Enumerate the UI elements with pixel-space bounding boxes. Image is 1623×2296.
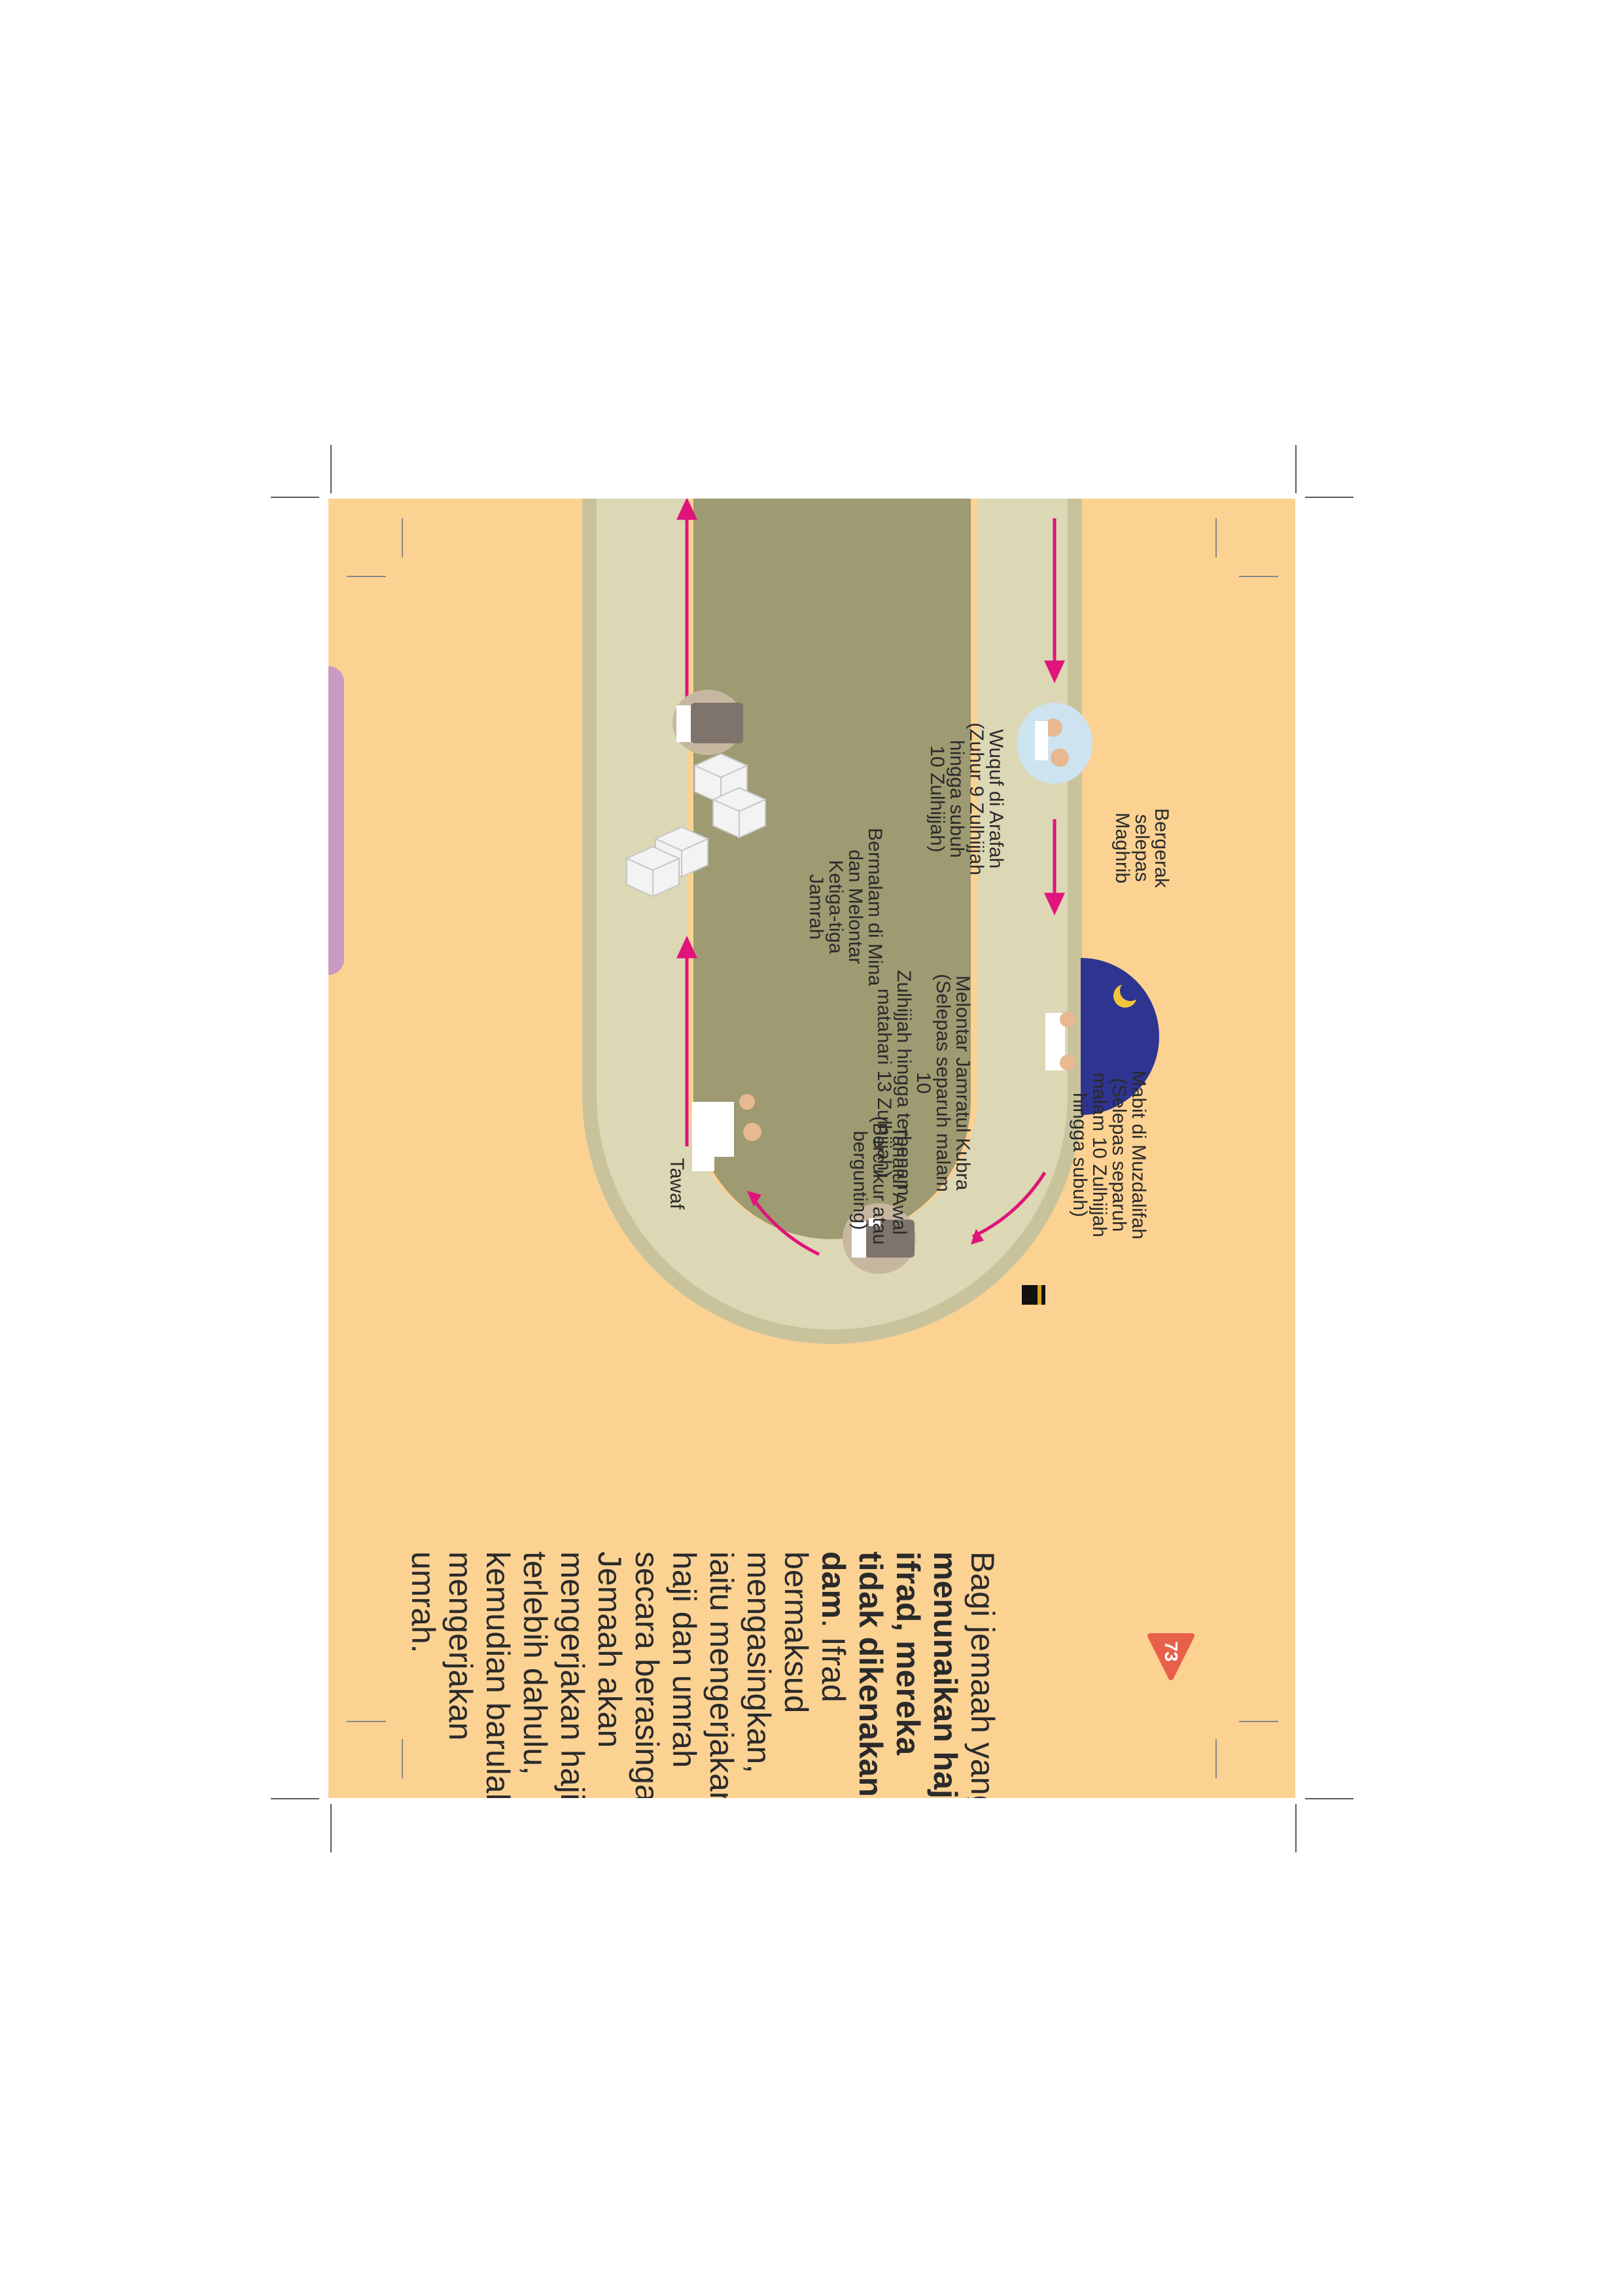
page-number: 73 <box>1161 1641 1181 1662</box>
crop-mark <box>1239 576 1278 577</box>
chapter-tab <box>328 666 344 975</box>
crop-mark <box>1215 518 1217 557</box>
tahalul-barber-icon <box>692 1094 761 1171</box>
jamrah-pillar-icon <box>672 690 743 755</box>
paragraph-intro: Bagi jemaah yang <box>964 1551 1001 1798</box>
book-page: Bergerak selepas Maghrib Wuquf di Arafah… <box>328 499 1295 1798</box>
crop-mark <box>1215 1739 1217 1778</box>
crop-mark <box>330 1804 332 1852</box>
night-sky-icon <box>1081 958 1159 1115</box>
crop-mark <box>402 518 403 557</box>
crop-mark <box>271 497 319 498</box>
paragraph-period: . <box>815 1618 852 1628</box>
crop-mark <box>1305 1798 1353 1799</box>
crop-mark <box>1239 1721 1278 1722</box>
crop-mark <box>271 1798 319 1799</box>
crop-mark <box>347 1721 386 1722</box>
arrow <box>747 1191 761 1207</box>
ifrad-paragraph: Bagi jemaah yang menunaikan haji ifrad, … <box>405 1551 1001 1798</box>
arrow <box>1044 518 1065 915</box>
crop-mark <box>347 576 386 577</box>
mina-tents-icon <box>625 752 767 898</box>
arafah-pilgrims-icon <box>1017 703 1092 784</box>
road-edge <box>693 499 971 1239</box>
crop-mark <box>1295 1804 1297 1852</box>
label-bermalam: Bermalam di Mina dan Melontar Ketiga-tig… <box>805 828 886 986</box>
kaaba-icon <box>1022 1285 1045 1305</box>
muzdalifah-pilgrims-icon <box>1045 1012 1075 1070</box>
label-bergerak: Bergerak selepas Maghrib <box>1111 808 1172 888</box>
crop-mark <box>1295 445 1297 493</box>
jamrah-pillar-icon <box>843 1203 916 1274</box>
road-surface <box>582 499 1082 1344</box>
label-mabit: Mabit di Muzdalifah (Selepas separuh mal… <box>1069 1070 1149 1240</box>
hajj-journey-road <box>582 499 1159 1344</box>
crop-mark <box>330 445 332 493</box>
arrow <box>971 1229 984 1245</box>
crop-mark <box>1305 497 1353 498</box>
page-number-badge: 73 <box>1147 1633 1195 1680</box>
arrow <box>971 1171 1047 1239</box>
label-tahalul: Tahalul Awal (Bercukur atau bergunting) <box>849 1116 910 1245</box>
label-wuquf: Wuquf di Arafah (Zuhur 9 Zulhijjah hingg… <box>926 722 1007 875</box>
label-tawaf-partial: Tawaf <box>666 1157 688 1210</box>
crop-mark <box>402 1739 403 1778</box>
arrow <box>750 1196 820 1256</box>
